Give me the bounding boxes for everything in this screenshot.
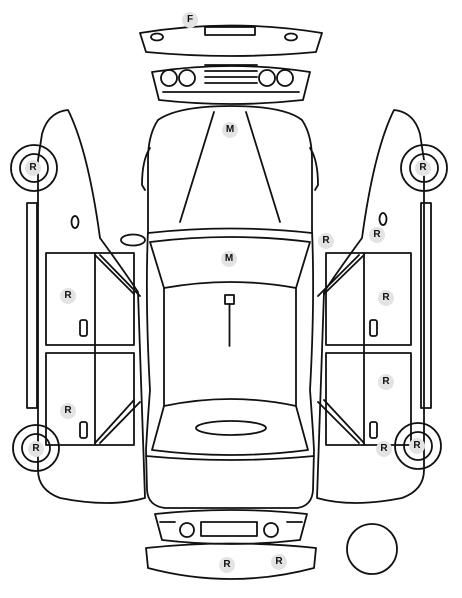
right-fender-marker[interactable]: R (369, 227, 385, 243)
rear-bumper-part[interactable] (145, 542, 317, 580)
rear-bumper-left-marker[interactable]: R (219, 557, 235, 573)
left-front-door-marker[interactable]: R (60, 288, 76, 304)
rear-fascia-part[interactable] (154, 509, 308, 545)
right-front-wheel-marker[interactable]: R (415, 160, 431, 176)
hood-marker[interactable]: M (222, 122, 238, 138)
front-bumper-part[interactable] (139, 24, 323, 57)
front-grille-part[interactable] (151, 64, 311, 105)
left-side-view (10, 109, 146, 504)
left-rear-door-marker[interactable]: R (60, 403, 76, 419)
right-side-view (316, 109, 448, 504)
car-body-top-view (141, 105, 319, 509)
right-rear-door-marker[interactable]: R (378, 374, 394, 390)
right-rear-wheel-marker[interactable]: R (409, 438, 425, 454)
spare-tire-part[interactable] (346, 523, 398, 575)
right-front-door-marker[interactable]: R (378, 290, 394, 306)
left-front-wheel-marker[interactable]: R (25, 160, 41, 176)
rear-bumper-right-marker[interactable]: R (271, 554, 287, 570)
left-rear-wheel-marker[interactable]: R (28, 441, 44, 457)
mirror-right-marker[interactable]: R (318, 233, 334, 249)
right-rear-quarter-marker[interactable]: R (376, 441, 392, 457)
windshield-marker[interactable]: M (221, 251, 237, 267)
front-bumper-marker[interactable]: F (182, 12, 198, 28)
